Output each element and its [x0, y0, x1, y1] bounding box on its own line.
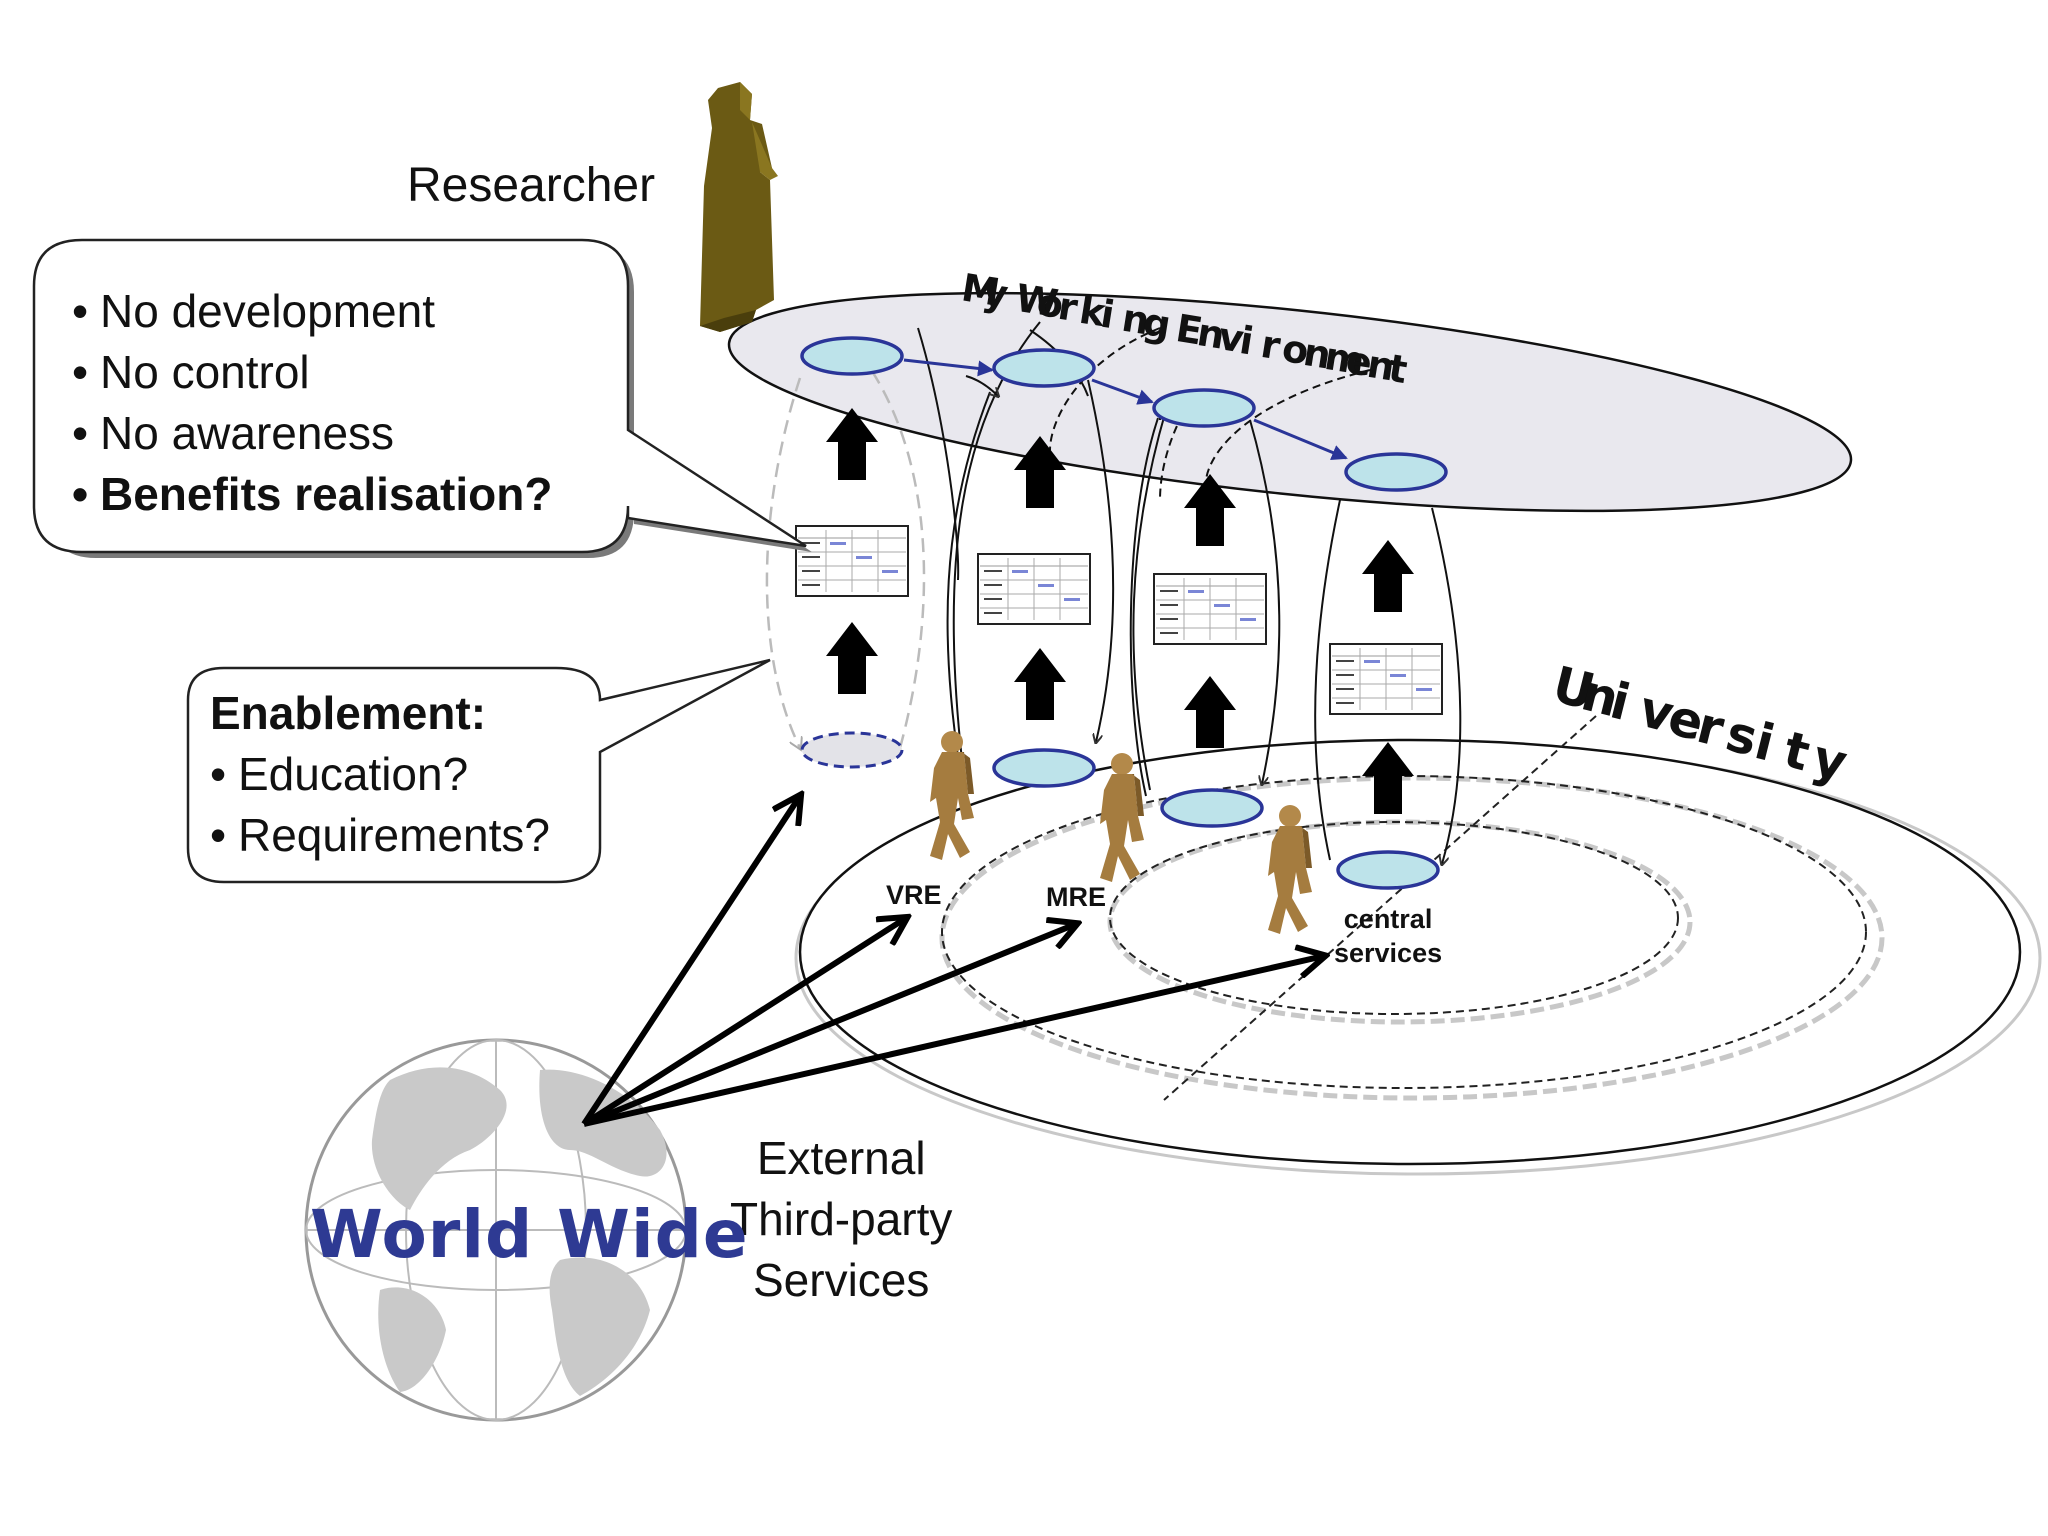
world-wide-label: World Wide [310, 1196, 749, 1273]
label-glyph: W [1013, 276, 1061, 326]
service-flow-lines [917, 321, 1462, 864]
globe-icon [304, 1038, 688, 1422]
central-services-line: central [1343, 904, 1433, 934]
workflow-arrows [903, 358, 1348, 461]
researcher-label: Researcher [407, 159, 656, 212]
label-glyph: y [1807, 729, 1853, 793]
process-table-icon [795, 525, 1443, 715]
my-working-environment-plane [727, 291, 1853, 513]
callout-top-item: No development [72, 281, 552, 342]
external-service-arrows [581, 796, 1324, 1127]
university-plane [794, 715, 2042, 1176]
external-services-line: External [756, 1132, 926, 1184]
vre-label: VRE [886, 880, 942, 910]
label-glyph: m [1322, 334, 1368, 384]
central-services-label: central services [1334, 902, 1442, 970]
label-glyph: M [959, 265, 1003, 314]
label-glyph: g [1140, 300, 1174, 348]
enablement-dashed-loop [765, 367, 926, 769]
external-services-label: External Third-party Services [730, 1128, 952, 1311]
top-services [800, 336, 1448, 492]
callout-enablement-item: Education? [210, 744, 550, 805]
mre-label: MRE [1046, 882, 1106, 912]
external-services-line: Third-party [730, 1193, 953, 1245]
callout-enablement-title: Enablement: [210, 687, 487, 739]
university-services [992, 748, 1440, 890]
callout-enablement-text: Enablement: Education? Requirements? [210, 683, 550, 866]
central-services-line: services [1334, 938, 1443, 968]
callout-top-text: No development No control No awareness B… [72, 281, 552, 525]
callout-enablement-item: Requirements? [210, 805, 550, 866]
callout-top-item: No control [72, 342, 552, 403]
external-services-line: Services [753, 1254, 930, 1306]
callout-top-item: No awareness [72, 403, 552, 464]
callout-top-bold-item: Benefits realisation? [72, 464, 552, 525]
researcher-figure-icon [700, 82, 778, 332]
